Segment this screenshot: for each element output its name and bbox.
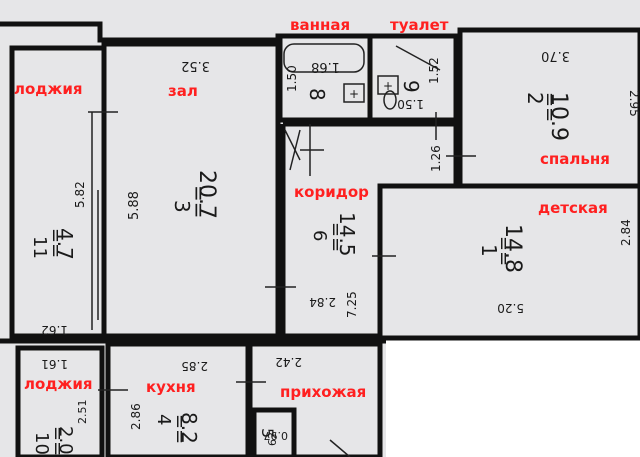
fixtures: + + — [88, 43, 476, 457]
label-bath: ванная — [290, 16, 350, 34]
kids-area: 14.8 — [500, 224, 525, 273]
bedroom-number: 2 — [523, 92, 547, 105]
label-zal: зал — [168, 82, 198, 100]
loggia-top-area: 4.7 — [53, 228, 77, 260]
svg-text:==: == — [187, 185, 211, 219]
loggia-bottom-height: 2.51 — [76, 400, 89, 425]
toilet-number: 9 — [399, 80, 423, 93]
label-bedroom: спальня — [540, 150, 610, 168]
room-numbers: 3 == 20.7 3.52 5.88 11 == 4.7 5.82 1.62 … — [29, 48, 640, 456]
svg-text:==: == — [325, 222, 346, 252]
toilet-width: 1.50 — [397, 97, 424, 111]
closet-number: 5 — [258, 428, 277, 438]
svg-text:==: == — [539, 92, 560, 122]
bath-width: 1.68 — [311, 59, 340, 74]
svg-text:+: + — [349, 87, 359, 101]
corridor-width: 1.26 — [429, 145, 443, 172]
loggia-top-width: 1.62 — [41, 323, 68, 337]
svg-text:==: == — [47, 426, 68, 456]
corridor-number: 6 — [309, 230, 330, 241]
label-loggia-bottom: лоджия — [24, 375, 92, 393]
toilet-bowl-icon — [383, 90, 397, 110]
walls — [0, 21, 640, 457]
sink-icon — [343, 83, 365, 103]
hall-width: 2.42 — [275, 355, 302, 369]
zal-area: 20.7 — [194, 170, 219, 219]
loggia-bottom-number: 10 — [31, 432, 52, 455]
kitchen-area: 8.2 — [177, 412, 201, 444]
zal-number: 3 — [170, 200, 194, 213]
kids-width: 5.20 — [497, 301, 524, 315]
kitchen-height: 2.86 — [129, 403, 143, 430]
zal-width: 3.52 — [181, 58, 210, 73]
bedroom-area: 10.9 — [546, 92, 571, 141]
kitchen-number: 4 — [153, 414, 174, 425]
loggia-top-height: 5.82 — [73, 181, 87, 208]
bedroom-width: 3.70 — [541, 48, 570, 63]
kids-height: 2.84 — [619, 219, 633, 246]
label-corridor: коридор — [294, 183, 369, 201]
corridor-extra: 2.84 — [309, 295, 336, 309]
bedroom-height: 2.95 — [627, 90, 640, 117]
bath-number: 8 — [305, 88, 329, 101]
zal-height: 5.88 — [127, 191, 142, 220]
label-kids: детская — [538, 199, 608, 217]
toilet-height: 1.52 — [427, 57, 441, 84]
svg-text:+: + — [383, 79, 393, 93]
bathtub-icon — [283, 43, 365, 73]
svg-text:==: == — [169, 414, 190, 444]
room-labels: лоджия зал ванная туалет спальня коридор… — [14, 16, 610, 401]
label-hall: прихожая — [280, 383, 366, 401]
closet-width: 0.97 — [264, 429, 289, 442]
corridor-height: 7.25 — [345, 291, 359, 318]
loggia-bottom-width: 1.61 — [41, 357, 68, 371]
label-toilet: туалет — [390, 16, 449, 34]
label-loggia-top: лоджия — [14, 80, 82, 98]
kids-number: 1 — [477, 244, 501, 257]
closet-height: 62 — [266, 432, 279, 446]
kitchen-width: 2.85 — [181, 359, 208, 373]
loggia-bottom-area: 2.0 — [55, 426, 76, 455]
toilet-sink-icon — [377, 75, 399, 95]
svg-text:==: == — [493, 236, 514, 266]
svg-text:==: == — [45, 228, 66, 258]
corridor-area: 14.5 — [335, 212, 359, 257]
bath-height: 1.50 — [285, 65, 299, 92]
label-kitchen: кухня — [146, 378, 196, 396]
blank-area — [386, 338, 640, 457]
loggia-top-number: 11 — [29, 236, 50, 259]
